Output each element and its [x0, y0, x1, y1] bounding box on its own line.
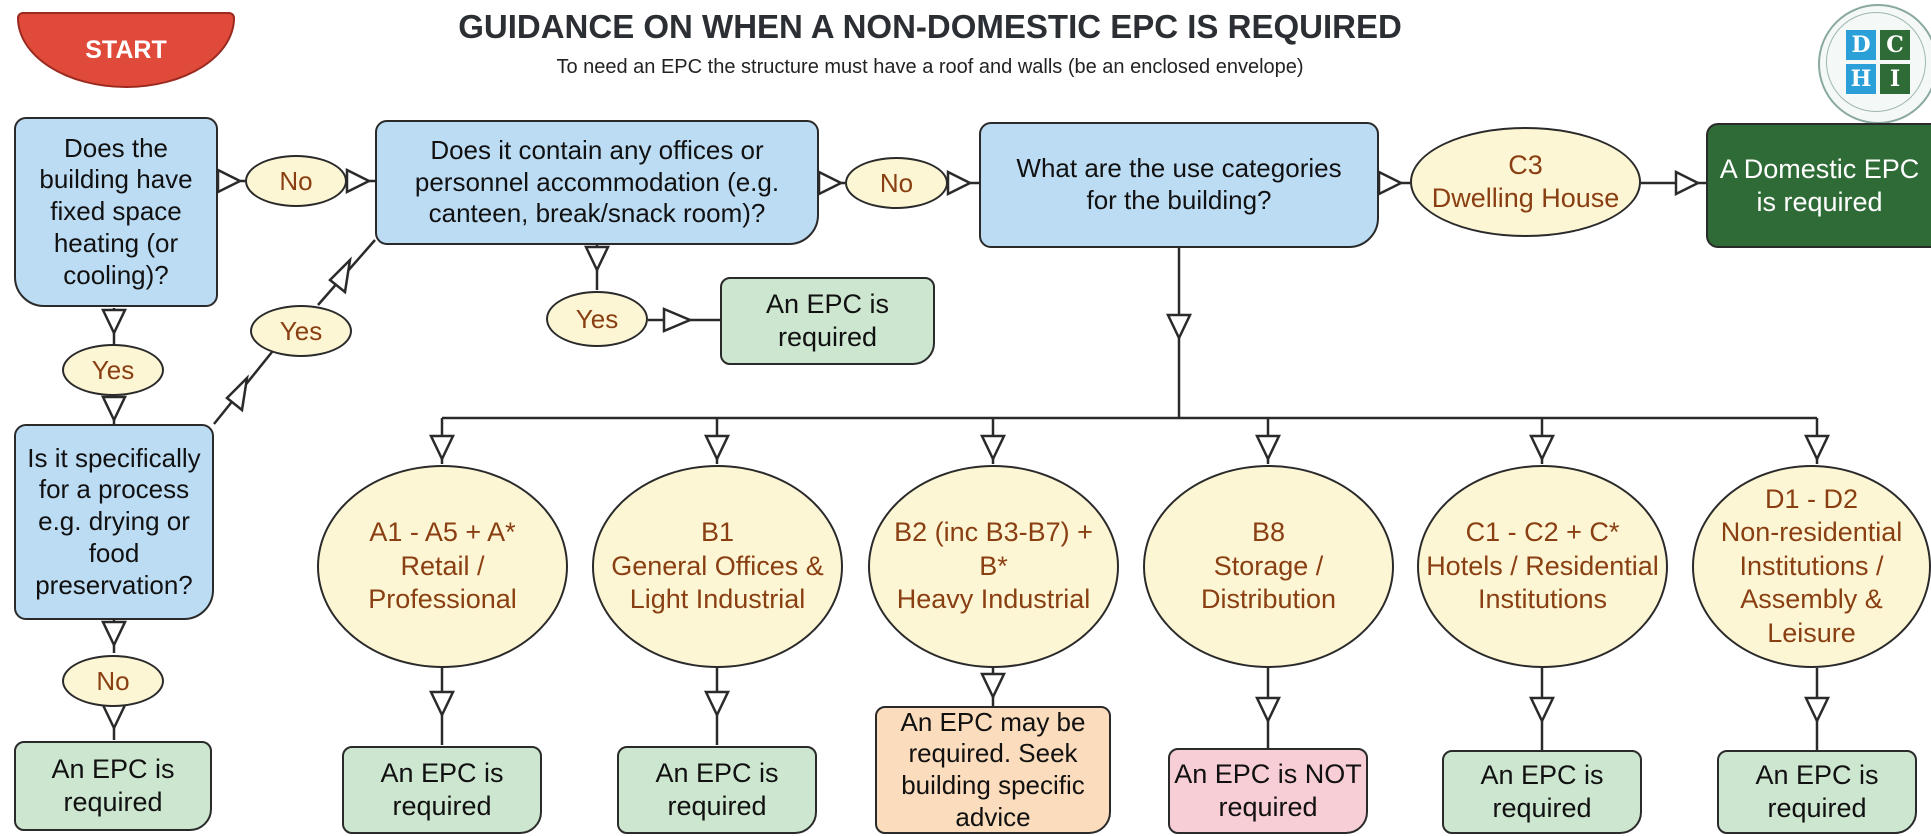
page-subtitle: To need an EPC the structure must have a…	[556, 56, 1304, 78]
result-institutions-epc-required: An EPC is required	[1717, 750, 1917, 834]
answer-yes-heating: Yes	[62, 344, 164, 396]
category-name: General Offices & Light Industrial	[611, 550, 824, 615]
category-a1-a5-retail: A1 - A5 + A* Retail / Professional	[317, 465, 568, 668]
logo-letter-h: H	[1846, 64, 1876, 94]
result-process-epc-required: An EPC is required	[14, 741, 212, 831]
category-code: C3	[1508, 149, 1543, 180]
category-name: Storage / Distribution	[1200, 550, 1337, 615]
start-label: START	[85, 35, 167, 64]
category-code: B8	[1251, 517, 1286, 548]
answer-no-offices: No	[845, 157, 948, 209]
category-code: B1	[700, 517, 735, 548]
result-offices-epc-required: An EPC is required	[720, 277, 935, 365]
result-retail-epc-required: An EPC is required	[342, 746, 542, 834]
question-use-categories: What are the use categories for the buil…	[979, 122, 1379, 248]
page-title: GUIDANCE ON WHEN A NON-DOMESTIC EPC IS R…	[458, 8, 1402, 45]
logo-letter-d: D	[1846, 30, 1876, 60]
category-name: Retail / Professional	[368, 550, 517, 615]
category-code: B2 (inc B3-B7) + B*	[894, 517, 1093, 581]
result-hotels-epc-required: An EPC is required	[1442, 750, 1642, 834]
category-d1-d2-institutions: D1 - D2 Non-residential Institutions / A…	[1692, 465, 1931, 668]
category-name: Dwelling House	[1431, 183, 1620, 213]
category-c3-dwelling: C3 Dwelling House	[1410, 127, 1641, 237]
category-name: Heavy Industrial	[896, 584, 1091, 615]
question-space-heating: Does the building have fixed space heati…	[14, 117, 218, 307]
category-b8-storage: B8 Storage / Distribution	[1143, 465, 1394, 668]
answer-yes-offices: Yes	[546, 291, 648, 347]
dchi-logo: D C H I	[1818, 4, 1931, 124]
category-name: Non-residential Institutions / Assembly …	[1720, 517, 1903, 648]
result-storage-epc-not-required: An EPC is NOT required	[1168, 748, 1368, 834]
category-name: Hotels / Residential Institutions	[1426, 550, 1659, 615]
category-code: C1 - C2 + C*	[1465, 517, 1620, 548]
logo-ring	[1826, 12, 1926, 112]
result-domestic-epc: A Domestic EPC is required	[1706, 123, 1931, 248]
category-b1-offices: B1 General Offices & Light Industrial	[592, 465, 843, 668]
question-offices: Does it contain any offices or personnel…	[375, 120, 819, 245]
answer-no-heating: No	[245, 155, 347, 207]
category-code: D1 - D2	[1764, 483, 1859, 514]
category-code: A1 - A5 + A*	[369, 517, 516, 548]
result-offices-industrial-epc-required: An EPC is required	[617, 746, 817, 834]
result-heavy-industrial-seek-advice: An EPC may be required. Seek building sp…	[875, 706, 1111, 834]
logo-letter-i: I	[1880, 64, 1910, 94]
answer-no-process: No	[62, 655, 164, 707]
category-b2-heavy-industrial: B2 (inc B3-B7) + B* Heavy Industrial	[868, 465, 1119, 668]
category-c1-c2-hotels: C1 - C2 + C* Hotels / Residential Instit…	[1417, 465, 1668, 668]
answer-yes-process: Yes	[250, 305, 352, 357]
question-process: Is it specifically for a process e.g. dr…	[14, 424, 214, 620]
logo-letter-c: C	[1880, 30, 1910, 60]
